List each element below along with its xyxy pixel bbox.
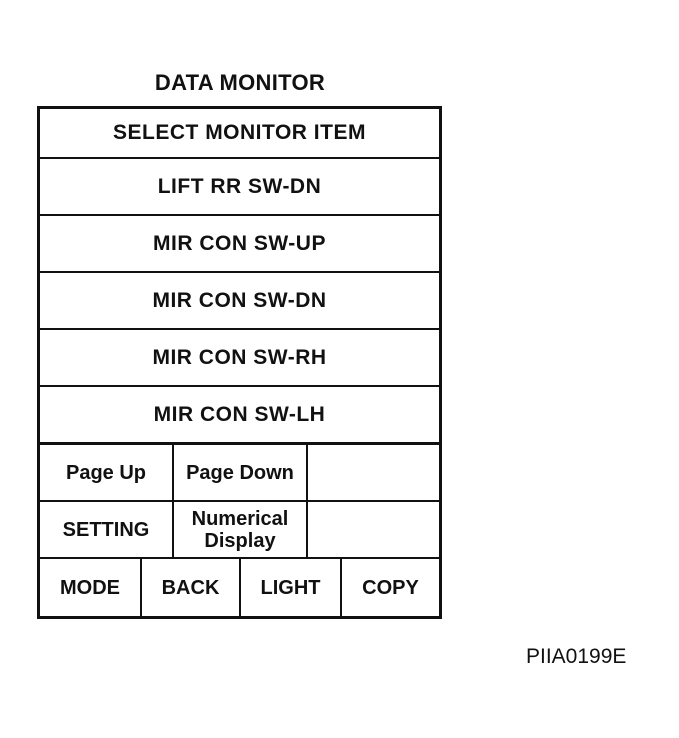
monitor-item-mir-con-sw-lh[interactable]: MIR CON SW-LH (40, 387, 439, 445)
setting-button[interactable]: SETTING (40, 502, 174, 557)
empty-cell (308, 502, 439, 557)
numerical-display-line2: Display (204, 529, 276, 552)
numerical-display-line1: Numerical (191, 507, 289, 530)
select-monitor-item-header: SELECT MONITOR ITEM (40, 109, 439, 159)
monitor-item-mir-con-sw-rh[interactable]: MIR CON SW-RH (40, 330, 439, 387)
monitor-item-mir-con-sw-up[interactable]: MIR CON SW-UP (40, 216, 439, 273)
empty-cell (308, 445, 439, 500)
page-up-button[interactable]: Page Up (40, 445, 174, 500)
screen-title: DATA MONITOR (154, 70, 326, 95)
mode-button[interactable]: MODE (40, 559, 142, 616)
copy-button[interactable]: COPY (362, 576, 419, 599)
settings-row: SETTING Numerical Display (40, 502, 439, 559)
numerical-display-button[interactable]: Numerical Display (174, 502, 308, 557)
paging-row: Page Up Page Down (40, 445, 439, 502)
monitor-item-mir-con-sw-dn[interactable]: MIR CON SW-DN (40, 273, 439, 330)
page-down-button[interactable]: Page Down (174, 445, 308, 500)
light-button[interactable]: LIGHT (241, 559, 342, 616)
back-button[interactable]: BACK (142, 559, 241, 616)
figure-code: PIIA0199E (526, 645, 627, 668)
function-row: MODE BACK LIGHT COPY (40, 559, 439, 616)
monitor-item-lift-rr-sw-dn[interactable]: LIFT RR SW-DN (40, 159, 439, 216)
data-monitor-panel: SELECT MONITOR ITEM LIFT RR SW-DN MIR CO… (37, 106, 442, 619)
